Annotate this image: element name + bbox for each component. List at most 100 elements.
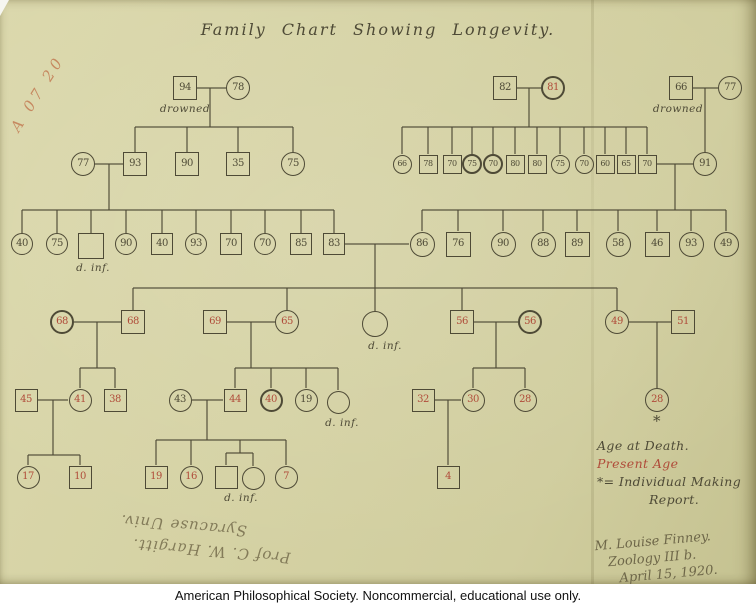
person-age: 85 — [295, 238, 307, 249]
person-circle-41: 41 — [68, 388, 92, 412]
person-age: 43 — [174, 394, 186, 405]
person-square-35: 35 — [226, 152, 250, 176]
person-square-83: 83 — [323, 233, 345, 255]
report-maker-asterisk: * — [653, 412, 661, 430]
person-circle-81: 81 — [541, 76, 565, 100]
person-circle-68: 68 — [50, 310, 74, 334]
paper-corner-tear — [0, 0, 9, 16]
annotation-dinf: d. inf. — [224, 492, 258, 504]
person-square-10: 10 — [68, 465, 92, 489]
person-square-38: 38 — [103, 388, 127, 412]
legend-marker-line2: Report. — [649, 492, 700, 508]
person-age: 66 — [675, 82, 687, 93]
source-caption-text: American Philosophical Society. Noncomme… — [174, 587, 582, 603]
person-circle-dinf — [362, 311, 388, 337]
person-age: 4 — [445, 471, 451, 482]
person-square-51: 51 — [671, 310, 695, 334]
person-square-66: 66 — [669, 76, 693, 100]
person-square-40: 40 — [151, 233, 173, 255]
person-circle-88: 88 — [530, 231, 556, 257]
person-circle-30: 30 — [461, 388, 485, 412]
legend-age-at-death: Age at Death. — [597, 438, 689, 453]
person-circle-43: 43 — [168, 388, 192, 412]
person-circle-66: 66 — [392, 154, 412, 174]
person-age: 90 — [497, 238, 509, 249]
person-circle-7: 7 — [274, 465, 298, 489]
person-age: 70 — [259, 238, 271, 249]
person-age: 90 — [120, 238, 132, 249]
chart-title: Family Chart Showing Longevity. — [200, 20, 556, 39]
person-age: 78 — [232, 82, 244, 93]
person-age: 94 — [179, 82, 191, 93]
person-age: 30 — [467, 394, 479, 405]
person-square-44: 44 — [223, 388, 247, 412]
person-circle-75: 75 — [281, 152, 305, 176]
person-age: 80 — [510, 159, 520, 168]
person-age: 83 — [328, 238, 340, 249]
person-circle-65: 65 — [275, 310, 299, 334]
person-age: 90 — [181, 158, 193, 169]
person-age: 65 — [621, 159, 631, 168]
person-circle-16: 16 — [179, 465, 203, 489]
person-age: 28 — [651, 394, 663, 405]
legend-marker-line1: *= Individual Making — [597, 474, 742, 490]
person-age: 44 — [229, 394, 241, 405]
person-age: 45 — [20, 394, 32, 405]
annotation-drowned: drowned — [159, 103, 211, 115]
person-circle-90: 90 — [115, 233, 137, 255]
person-age: 70 — [642, 159, 652, 168]
person-circle-86: 86 — [409, 231, 435, 257]
person-age: 68 — [56, 316, 68, 327]
person-square-32: 32 — [411, 388, 435, 412]
person-square-46: 46 — [644, 231, 670, 257]
person-circle-70: 70 — [574, 154, 594, 174]
person-age: 89 — [571, 238, 583, 249]
person-square-4: 4 — [436, 465, 460, 489]
annotation-dinf: d. inf. — [368, 340, 402, 352]
person-circle-17: 17 — [16, 465, 40, 489]
person-circle-56: 56 — [518, 310, 542, 334]
paper-sheet: 94 78 82 81 66 77 77 93 90 35 75 66 78 70 75 70 80 80 75 70… — [0, 0, 756, 586]
person-age: 7 — [283, 471, 289, 482]
person-age: 19 — [300, 394, 312, 405]
person-age: 80 — [532, 159, 542, 168]
person-circle-28: 28 — [513, 388, 537, 412]
source-caption-bar: American Philosophical Society. Noncomme… — [0, 584, 756, 606]
person-circle-93: 93 — [678, 231, 704, 257]
person-age: 10 — [74, 471, 86, 482]
person-age: 49 — [611, 316, 623, 327]
person-square-56: 56 — [450, 310, 474, 334]
person-age: 86 — [416, 238, 428, 249]
person-age: 93 — [129, 158, 141, 169]
person-age: 46 — [651, 238, 663, 249]
person-square-93: 93 — [123, 152, 147, 176]
person-age: 75 — [555, 159, 565, 168]
person-age: 32 — [417, 394, 429, 405]
person-age: 75 — [467, 159, 477, 168]
person-age: 77 — [724, 82, 736, 93]
person-age: 78 — [423, 159, 433, 168]
person-age: 28 — [519, 394, 531, 405]
person-circle-70: 70 — [254, 233, 276, 255]
person-circle-90: 90 — [490, 231, 516, 257]
annotation-dinf: d. inf. — [325, 417, 359, 429]
person-age: 93 — [190, 238, 202, 249]
person-circle-58: 58 — [605, 231, 631, 257]
person-age: 60 — [600, 159, 610, 168]
person-square-80: 80 — [505, 154, 525, 174]
person-square-82: 82 — [493, 76, 517, 100]
person-age: 82 — [499, 82, 511, 93]
legend: Age at Death. Present Age *= Individual … — [597, 437, 741, 510]
person-circle-28: 28 — [645, 388, 669, 412]
person-age: 91 — [699, 158, 711, 169]
annotation-dinf: d. inf. — [76, 262, 110, 274]
person-age: 70 — [225, 238, 237, 249]
person-square-89: 89 — [564, 231, 590, 257]
person-circle-77: 77 — [71, 152, 95, 176]
person-age: 56 — [456, 316, 468, 327]
person-square-94: 94 — [173, 76, 197, 100]
person-age: 88 — [537, 238, 549, 249]
person-age: 66 — [397, 159, 407, 168]
person-square-19: 19 — [144, 465, 168, 489]
person-circle-75: 75 — [550, 154, 570, 174]
